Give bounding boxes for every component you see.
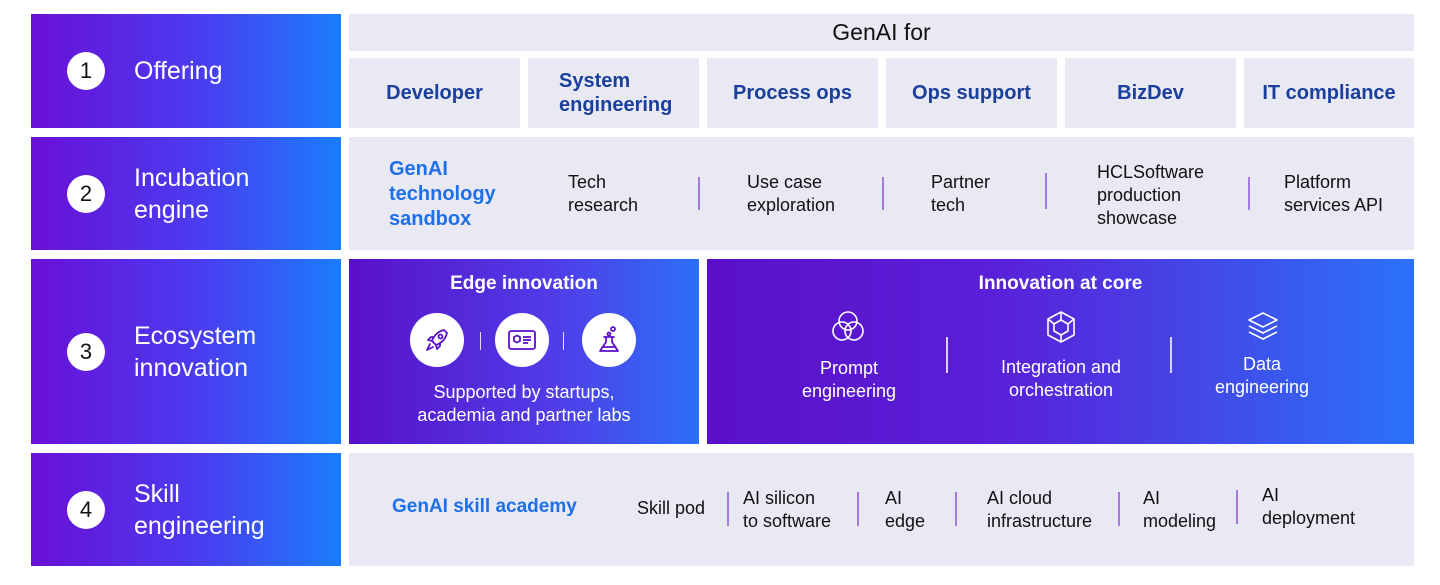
edge-innovation-title: Edge innovation [450,273,598,294]
stage-number-badge: 1 [67,52,105,90]
offering-process-ops: Process ops [707,58,878,128]
offering-developer: Developer [349,58,520,128]
skill-item: AI modeling [1143,488,1217,531]
stage-incubation-engine: 2 Incubation engine [31,137,341,250]
edge-innovation-box: Edge innovation [349,259,699,444]
venn-circles-icon [832,311,864,341]
core-item-label: Data engineering [1214,354,1310,397]
offering-system-engineering: System engineering [528,58,699,128]
core-item-label: Prompt engineering [801,358,897,401]
stage-skill-engineering: 4 Skill engineering [31,453,341,566]
incubation-panel [349,137,1414,250]
stage-number-badge: 4 [67,490,105,529]
divider [955,492,957,526]
incubation-item: Use case exploration [747,172,836,215]
stage-number-badge: 2 [67,174,105,213]
stage-ecosystem-innovation: 3 Ecosystem innovation [31,259,341,444]
id-card-icon [495,313,549,367]
layers-icon [1248,312,1278,340]
stage-label: Skill engineering [134,479,265,540]
skill-item: AI deployment [1262,485,1356,528]
stage-label: Incubation engine [134,163,250,224]
skill-item: AI silicon to software [743,488,832,531]
divider [698,177,700,210]
flask-icon [582,313,636,367]
incubation-item: Tech research [568,172,639,215]
offering-bizdev: BizDev [1065,58,1236,128]
incubation-item: HCLSoftware production showcase [1097,162,1205,228]
offering-header: GenAI for [349,14,1414,51]
divider [1118,492,1120,526]
skill-item: AI edge [885,488,926,531]
incubation-item: Partner tech [931,172,991,215]
skill-academy-title: GenAI skill academy [392,496,577,517]
divider [1170,337,1172,373]
offering-header-text: GenAI for [832,19,931,45]
innovation-at-core-title: Innovation at core [978,273,1143,294]
stage-label: Offering [134,57,223,85]
incubation-title: GenAI technology sandbox [389,158,496,230]
innovation-at-core-box: Innovation at core Prompt engineering In… [707,259,1414,444]
divider [1045,173,1047,209]
stage-offering: 1 Offering [31,14,341,128]
divider [727,492,729,526]
edge-innovation-caption: Supported by startups, academia and part… [417,382,631,425]
divider [946,337,948,373]
divider [882,177,884,210]
offering-it-compliance: IT compliance [1244,58,1414,128]
skill-item: AI cloud infrastructure [987,488,1093,531]
divider [563,332,564,350]
incubation-item: Platform services API [1284,172,1384,215]
divider [1236,490,1238,524]
divider [857,492,859,526]
divider [480,332,481,350]
offering-ops-support: Ops support [886,58,1057,128]
divider [1248,177,1250,210]
rocket-icon [410,313,464,367]
stage-label: Ecosystem innovation [134,321,257,382]
stage-number-badge: 3 [67,332,105,371]
network-cube-icon [1047,311,1075,343]
skill-item: Skill pod [637,498,706,518]
core-item-label: Integration and orchestration [1000,357,1122,400]
